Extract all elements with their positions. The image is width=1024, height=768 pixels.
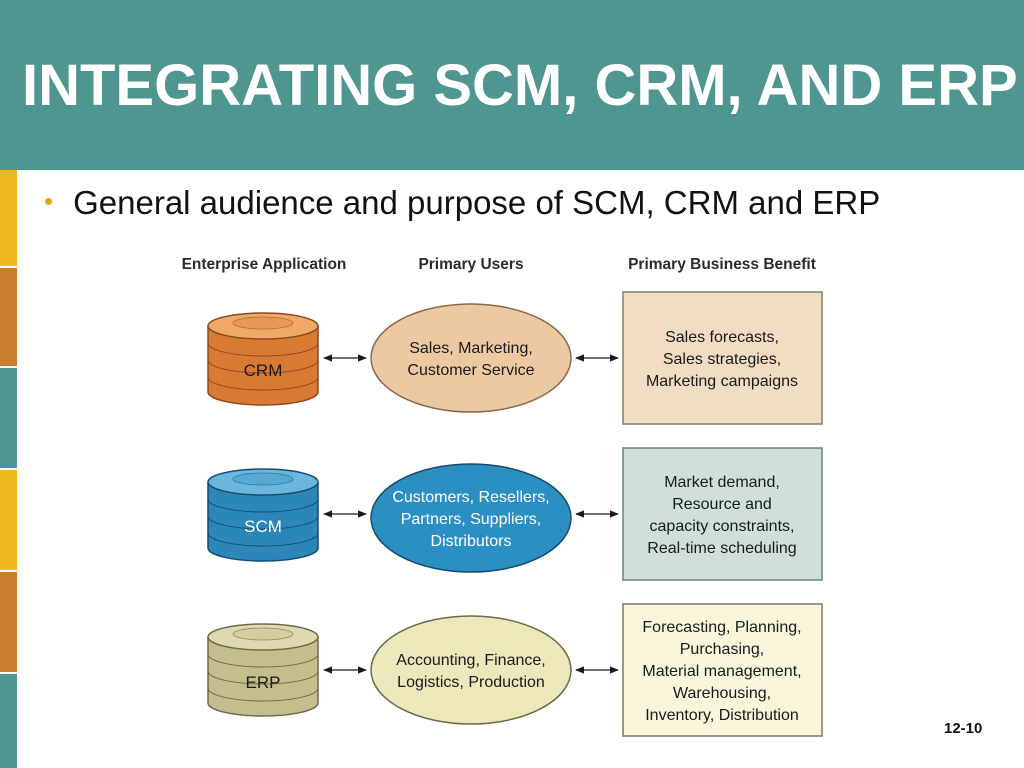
strip-segment [0, 674, 17, 768]
strip-segment [0, 470, 17, 570]
crm-users-line-2: Customer Service [407, 362, 534, 379]
scm-users-line-1: Customers, Resellers, [392, 489, 549, 506]
crm-benefit-box [622, 291, 823, 425]
erp-benefit-line-4: Warehousing, [673, 685, 771, 702]
erp-users-line-1: Accounting, Finance, [396, 652, 545, 669]
crm-benefit-line-1: Sales forecasts, [665, 329, 779, 346]
slide-header: INTEGRATING SCM, CRM, AND ERP [0, 0, 1024, 170]
strip-segment [0, 268, 17, 366]
erp-benefit-line-1: Forecasting, Planning, [642, 619, 801, 636]
strip-segment [0, 572, 17, 672]
crm-benefit-line-2: Sales strategies, [663, 351, 781, 368]
row-scm: SCM Customers, Resellers, Partners, Supp… [207, 447, 823, 581]
crm-benefit-line-3: Marketing campaigns [646, 373, 798, 390]
scm-benefit-line-4: Real-time scheduling [647, 540, 796, 557]
scm-benefit-line-3: capacity constraints, [650, 518, 795, 535]
bullet-icon: • [44, 186, 54, 216]
erp-benefit-box [622, 603, 823, 737]
page-number: 12-10 [944, 720, 983, 737]
crm-users-line-1: Sales, Marketing, [409, 340, 533, 357]
row-erp: ERP Accounting, Finance, Logistics, Prod… [207, 603, 823, 737]
erp-users-line-2: Logistics, Production [397, 674, 545, 691]
strip-segment [0, 170, 17, 266]
scm-benefit-box [622, 447, 823, 581]
erp-users-oval [370, 615, 572, 725]
crm-users-oval [370, 303, 572, 413]
erp-benefit-line-2: Purchasing, [680, 641, 765, 658]
scm-label: SCM [244, 517, 282, 536]
scm-users-line-3: Distributors [431, 533, 512, 550]
crm-label: CRM [244, 361, 283, 380]
row-crm: CRM Sales, Marketing, Customer Service S… [207, 291, 823, 425]
bullet-item: • General audience and purpose of SCM, CR… [44, 184, 880, 222]
bullet-text: General audience and purpose of SCM, CRM… [73, 184, 881, 221]
header-users: Primary Users [418, 256, 523, 273]
header-application: Enterprise Application [182, 256, 347, 273]
side-strip [0, 170, 17, 768]
scm-database-icon: SCM [207, 468, 319, 562]
scm-benefit-line-2: Resource and [672, 496, 772, 513]
erp-label: ERP [246, 673, 281, 692]
erp-benefit-line-3: Material management, [642, 663, 801, 680]
erp-database-icon: ERP [207, 623, 319, 717]
crm-database-icon: CRM [207, 312, 319, 406]
header-benefit: Primary Business Benefit [628, 256, 816, 273]
erp-benefit-line-5: Inventory, Distribution [645, 707, 799, 724]
slide-title: INTEGRATING SCM, CRM, AND ERP [22, 53, 1018, 118]
strip-segment [0, 368, 17, 468]
scm-users-line-2: Partners, Suppliers, [401, 511, 542, 528]
scm-users-oval [370, 463, 572, 573]
scm-benefit-line-1: Market demand, [664, 474, 780, 491]
